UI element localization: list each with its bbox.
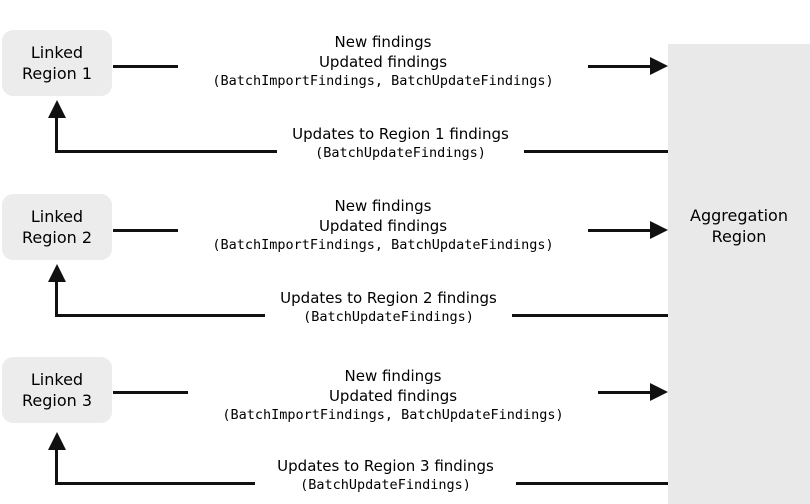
region-2-outbound-line1: New findings (334, 197, 432, 215)
aggregation-region-panel (668, 44, 810, 504)
region-3-outbound-label: New findings Updated findings (BatchImpo… (188, 366, 598, 425)
region-1-outbound-line (588, 65, 650, 68)
region-2-inbound-api: (BatchUpdateFindings) (303, 309, 474, 325)
region-1-inbound-api: (BatchUpdateFindings) (315, 145, 486, 161)
aggregation-region-label: Aggregation Region (690, 206, 788, 246)
linked-region-2-box[interactable]: Linked Region 2 (2, 194, 112, 260)
region-3-inbound-line1: Updates to Region 3 findings (277, 457, 494, 475)
region-1-inbound-line-right (524, 150, 668, 153)
region-1-outbound-label: New findings Updated findings (BatchImpo… (178, 32, 588, 91)
region-2-inbound-riser (55, 281, 58, 317)
region-2-inbound-arrowhead (48, 264, 66, 282)
region-2-outbound-stub (113, 229, 178, 232)
region-1-outbound-line1: New findings (334, 33, 432, 51)
region-3-outbound-line (598, 391, 650, 394)
region-2-inbound-line1: Updates to Region 2 findings (280, 289, 497, 307)
region-2-outbound-line (588, 229, 650, 232)
region-2-outbound-api: (BatchImportFindings, BatchUpdateFinding… (212, 237, 554, 253)
region-2-inbound-label: Updates to Region 2 findings (BatchUpdat… (265, 288, 512, 327)
region-1-outbound-api: (BatchImportFindings, BatchUpdateFinding… (212, 73, 554, 89)
region-2-inbound-line-right (512, 314, 668, 317)
region-3-outbound-arrowhead (650, 383, 668, 401)
linked-region-1-box[interactable]: Linked Region 1 (2, 30, 112, 96)
region-1-inbound-line1: Updates to Region 1 findings (292, 125, 509, 143)
region-2-inbound-line-left (55, 314, 265, 317)
region-2-outbound-arrowhead (650, 221, 668, 239)
region-1-outbound-arrowhead (650, 57, 668, 75)
region-1-outbound-line2: Updated findings (318, 53, 448, 71)
region-1-outbound-stub (113, 65, 178, 68)
region-1-inbound-label: Updates to Region 1 findings (BatchUpdat… (277, 124, 524, 163)
region-3-inbound-line-right (516, 482, 668, 485)
region-3-outbound-stub (113, 391, 188, 394)
region-3-inbound-line-left (55, 482, 255, 485)
linked-region-3-box[interactable]: Linked Region 3 (2, 357, 112, 423)
region-3-inbound-arrowhead (48, 432, 66, 450)
region-1-inbound-line-left (55, 150, 277, 153)
region-3-outbound-line1: New findings (344, 367, 442, 385)
region-3-outbound-api: (BatchImportFindings, BatchUpdateFinding… (222, 407, 564, 423)
region-3-inbound-api: (BatchUpdateFindings) (300, 477, 471, 493)
region-1-inbound-riser (55, 117, 58, 153)
region-2-outbound-label: New findings Updated findings (BatchImpo… (178, 196, 588, 255)
region-3-inbound-label: Updates to Region 3 findings (BatchUpdat… (255, 456, 516, 495)
region-3-inbound-riser (55, 449, 58, 485)
region-2-outbound-line2: Updated findings (318, 217, 448, 235)
region-3-outbound-line2: Updated findings (328, 387, 458, 405)
region-1-inbound-arrowhead (48, 100, 66, 118)
